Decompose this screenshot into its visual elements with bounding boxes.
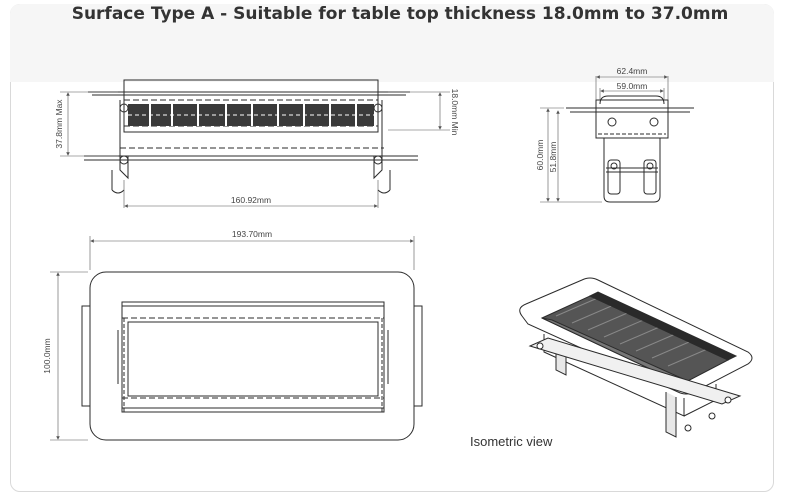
side-left-bracket: [119, 100, 129, 180]
end-upper-body: [595, 99, 669, 139]
page-title: Surface Type A - Suitable for table top …: [71, 4, 729, 24]
end-view: [566, 95, 694, 203]
top-view: [81, 271, 423, 441]
iso-screw-right: [724, 396, 732, 404]
side-view-dimensions: [60, 91, 450, 208]
side-height-min-label: 18.0mm Min: [450, 89, 460, 136]
iso-brush-ribs: [555, 296, 713, 367]
isometric-caption: Isometric view: [470, 434, 553, 449]
iso-clamp-bar: [528, 337, 742, 405]
drawing-frame: [10, 4, 774, 492]
top-outer-plate: [89, 271, 415, 441]
isometric-view: [519, 277, 753, 438]
top-view-dimensions: [50, 236, 415, 441]
top-left-clip: [81, 305, 90, 407]
end-view-dimensions: [540, 75, 669, 203]
top-right-clip: [414, 305, 423, 407]
end-screw-right: [649, 117, 659, 127]
top-inner-cavity: [127, 321, 379, 397]
iso-right-bracket: [665, 392, 677, 438]
top-opening: [121, 301, 385, 413]
side-body: [123, 79, 379, 133]
end-inner-height-label: 51.8mm: [548, 142, 558, 173]
side-view: [84, 79, 418, 194]
side-width-label: 160.92mm: [231, 195, 271, 205]
top-width-label: 193.70mm: [232, 229, 272, 239]
end-lower-body: [603, 138, 661, 203]
top-height-label: 100.0mm: [42, 338, 52, 373]
end-slot-right: [643, 159, 657, 195]
end-outer-width-label: 62.4mm: [617, 66, 648, 76]
iso-rim-back: [588, 291, 738, 361]
title-band: [10, 4, 774, 82]
iso-screw-left: [536, 342, 544, 350]
end-height-label: 60.0mm: [535, 140, 545, 171]
side-left-screw: [119, 155, 129, 165]
end-screw-left: [607, 117, 617, 127]
side-right-screw: [373, 155, 383, 165]
side-height-max-label: 37.8mm Max: [54, 99, 64, 149]
end-inner-width-label: 59.0mm: [617, 81, 648, 91]
end-slot-left: [607, 159, 621, 195]
side-right-bracket: [373, 100, 383, 180]
